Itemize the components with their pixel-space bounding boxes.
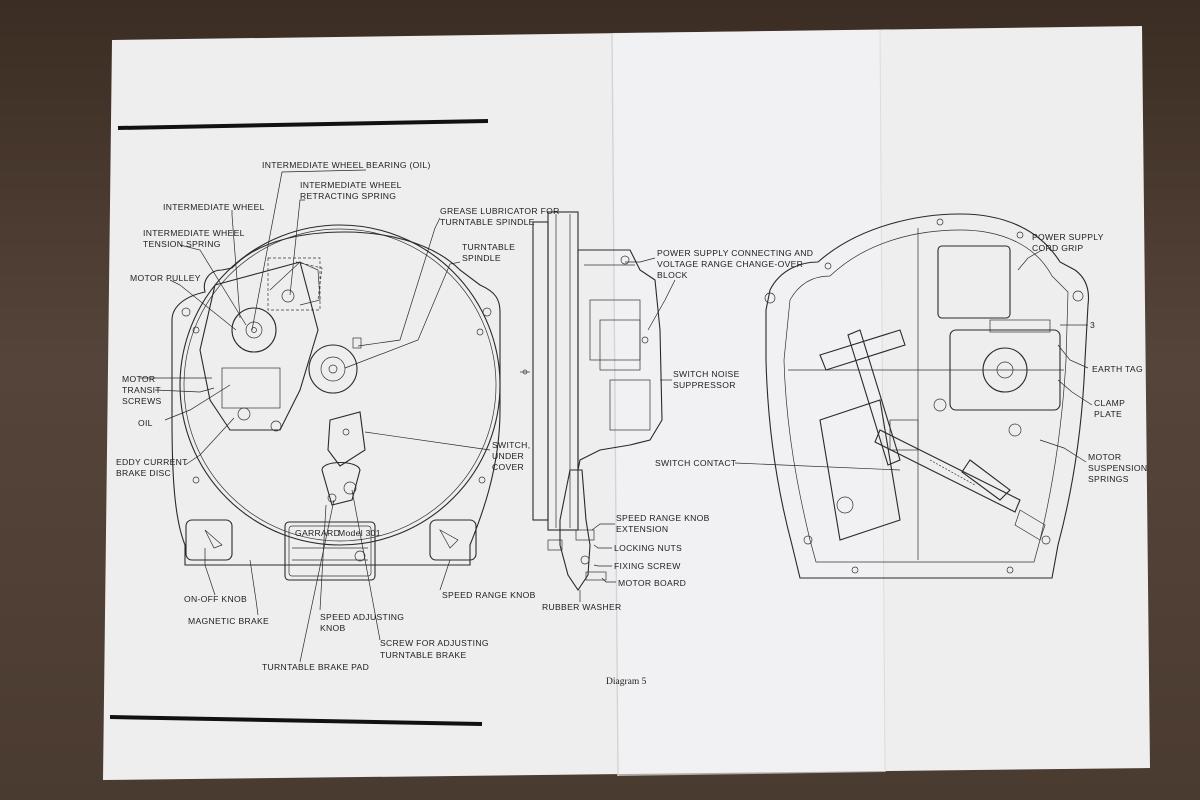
left-labels: INTERMEDIATE WHEEL BEARING (OIL) INTERME… xyxy=(116,160,560,672)
label-earth-tag: EARTH TAG xyxy=(1092,364,1143,374)
label-switch-1: SWITCH, xyxy=(492,440,530,450)
left-leader-lines xyxy=(140,169,491,663)
svg-text:3: 3 xyxy=(1090,320,1095,330)
label-cord-grip-1: POWER SUPPLY xyxy=(1032,232,1104,242)
bottom-rule xyxy=(109,715,483,726)
label-screw-adjusting-2: TURNTABLE BRAKE xyxy=(380,650,466,660)
label-intermediate-wheel-bearing: INTERMEDIATE WHEEL BEARING (OIL) xyxy=(262,160,431,170)
middle-labels: POWER SUPPLY CONNECTING AND VOLTAGE RANG… xyxy=(542,248,813,612)
label-switch-contact: SWITCH CONTACT xyxy=(655,458,737,468)
label-tension-spring-2: TENSION SPRING xyxy=(143,239,221,249)
label-motor-transit-1: MOTOR xyxy=(122,374,155,384)
label-screw-adjusting-1: SCREW FOR ADJUSTING xyxy=(380,638,489,648)
label-motor-transit-2: TRANSIT xyxy=(122,385,161,395)
nameplate-brand: GARRARD xyxy=(295,528,340,538)
label-switch-noise-2: SUPPRESSOR xyxy=(673,380,736,390)
side-section-view xyxy=(520,211,663,591)
label-eddy-current-2: BRAKE DISC xyxy=(116,468,171,478)
label-speed-adjusting-1: SPEED ADJUSTING xyxy=(320,612,404,622)
diagram-caption: Diagram 5 xyxy=(606,677,647,687)
paper-sheet xyxy=(103,26,1150,780)
label-motor-suspension-2: SUSPENSION xyxy=(1088,463,1147,473)
label-power-supply-3: BLOCK xyxy=(657,270,688,280)
label-grease-lubricator-1: GREASE LUBRICATOR FOR xyxy=(440,206,560,216)
label-clamp-plate-1: CLAMP xyxy=(1094,398,1125,408)
label-clamp-plate-2: PLATE xyxy=(1094,409,1122,419)
label-switch-3: COVER xyxy=(492,462,524,472)
label-tension-spring-1: INTERMEDIATE WHEEL xyxy=(143,228,245,238)
right-labels: POWER SUPPLY CORD GRIP EARTH TAG CLAMP P… xyxy=(1032,232,1147,484)
label-speed-range-ext-2: EXTENSION xyxy=(616,524,668,534)
label-grease-lubricator-2: TURNTABLE SPINDLE xyxy=(440,217,535,227)
label-cord-grip-2: CORD GRIP xyxy=(1032,243,1083,253)
label-rubber-washer: RUBBER WASHER xyxy=(542,602,622,612)
label-on-off-knob: ON-OFF KNOB xyxy=(184,594,247,604)
label-retracting-spring-1: INTERMEDIATE WHEEL xyxy=(300,180,402,190)
label-switch-2: UNDER xyxy=(492,451,524,461)
label-motor-transit-3: SCREWS xyxy=(122,396,162,406)
label-speed-range-ext-1: SPEED RANGE KNOB xyxy=(616,513,710,523)
label-switch-noise-1: SWITCH NOISE xyxy=(673,369,740,379)
label-speed-range-knob: SPEED RANGE KNOB xyxy=(442,590,536,600)
label-motor-suspension-3: SPRINGS xyxy=(1088,474,1129,484)
label-turntable-spindle-1: TURNTABLE xyxy=(462,242,515,252)
underside-view: 3 xyxy=(764,213,1095,579)
label-magnetic-brake: MAGNETIC BRAKE xyxy=(188,616,269,626)
label-retracting-spring-2: RETRACTING SPRING xyxy=(300,191,396,201)
label-motor-suspension-1: MOTOR xyxy=(1088,452,1121,462)
label-speed-adjusting-2: KNOB xyxy=(320,623,346,633)
label-motor-board: MOTOR BOARD xyxy=(618,578,686,588)
right-leader-lines xyxy=(1017,249,1093,463)
top-rule xyxy=(117,119,489,130)
label-turntable-spindle-2: SPINDLE xyxy=(462,253,501,263)
label-power-supply-1: POWER SUPPLY CONNECTING AND xyxy=(657,248,813,258)
nameplate-model: Model 301 xyxy=(338,528,381,538)
middle-leader-lines xyxy=(579,257,901,602)
top-plate-view: GARRARD Model 301 xyxy=(171,224,501,581)
label-locking-nuts: LOCKING NUTS xyxy=(614,543,682,553)
label-eddy-current-1: EDDY CURRENT xyxy=(116,457,188,467)
label-intermediate-wheel: INTERMEDIATE WHEEL xyxy=(163,202,265,212)
label-power-supply-2: VOLTAGE RANGE CHANGE-OVER xyxy=(657,259,803,269)
label-oil: OIL xyxy=(138,418,153,428)
label-fixing-screw: FIXING SCREW xyxy=(614,561,681,571)
label-turntable-brake-pad: TURNTABLE BRAKE PAD xyxy=(262,662,369,672)
label-motor-pulley: MOTOR PULLEY xyxy=(130,273,201,283)
